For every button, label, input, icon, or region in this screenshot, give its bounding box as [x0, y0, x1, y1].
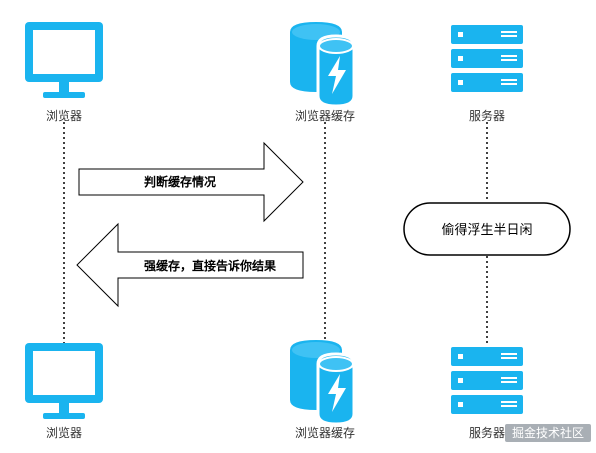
server-rack-icon	[451, 347, 523, 414]
watermark-bg	[505, 424, 591, 442]
bottom-cache-label: 浏览器缓存	[295, 425, 355, 440]
request-arrow	[78, 141, 304, 223]
server-note-pill	[403, 202, 571, 256]
monitor-icon	[25, 22, 103, 98]
bottom-browser-label: 浏览器	[46, 425, 82, 440]
monitor-icon	[25, 343, 103, 419]
database-lightning-icon	[288, 20, 356, 108]
watermark-text: 掘金技术社区	[512, 425, 584, 440]
response-arrow-label: 强缓存，直接告诉你结果	[144, 258, 276, 273]
response-arrow	[76, 222, 304, 308]
request-arrow-label: 判断缓存情况	[144, 174, 216, 189]
top-cache-label: 浏览器缓存	[295, 108, 355, 123]
top-browser-label: 浏览器	[46, 108, 82, 123]
server-note-text: 偷得浮生半日闲	[441, 222, 532, 238]
bottom-server-label: 服务器	[469, 425, 505, 440]
server-rack-icon	[451, 25, 523, 92]
top-server-label: 服务器	[469, 108, 505, 123]
database-lightning-icon	[288, 338, 356, 426]
